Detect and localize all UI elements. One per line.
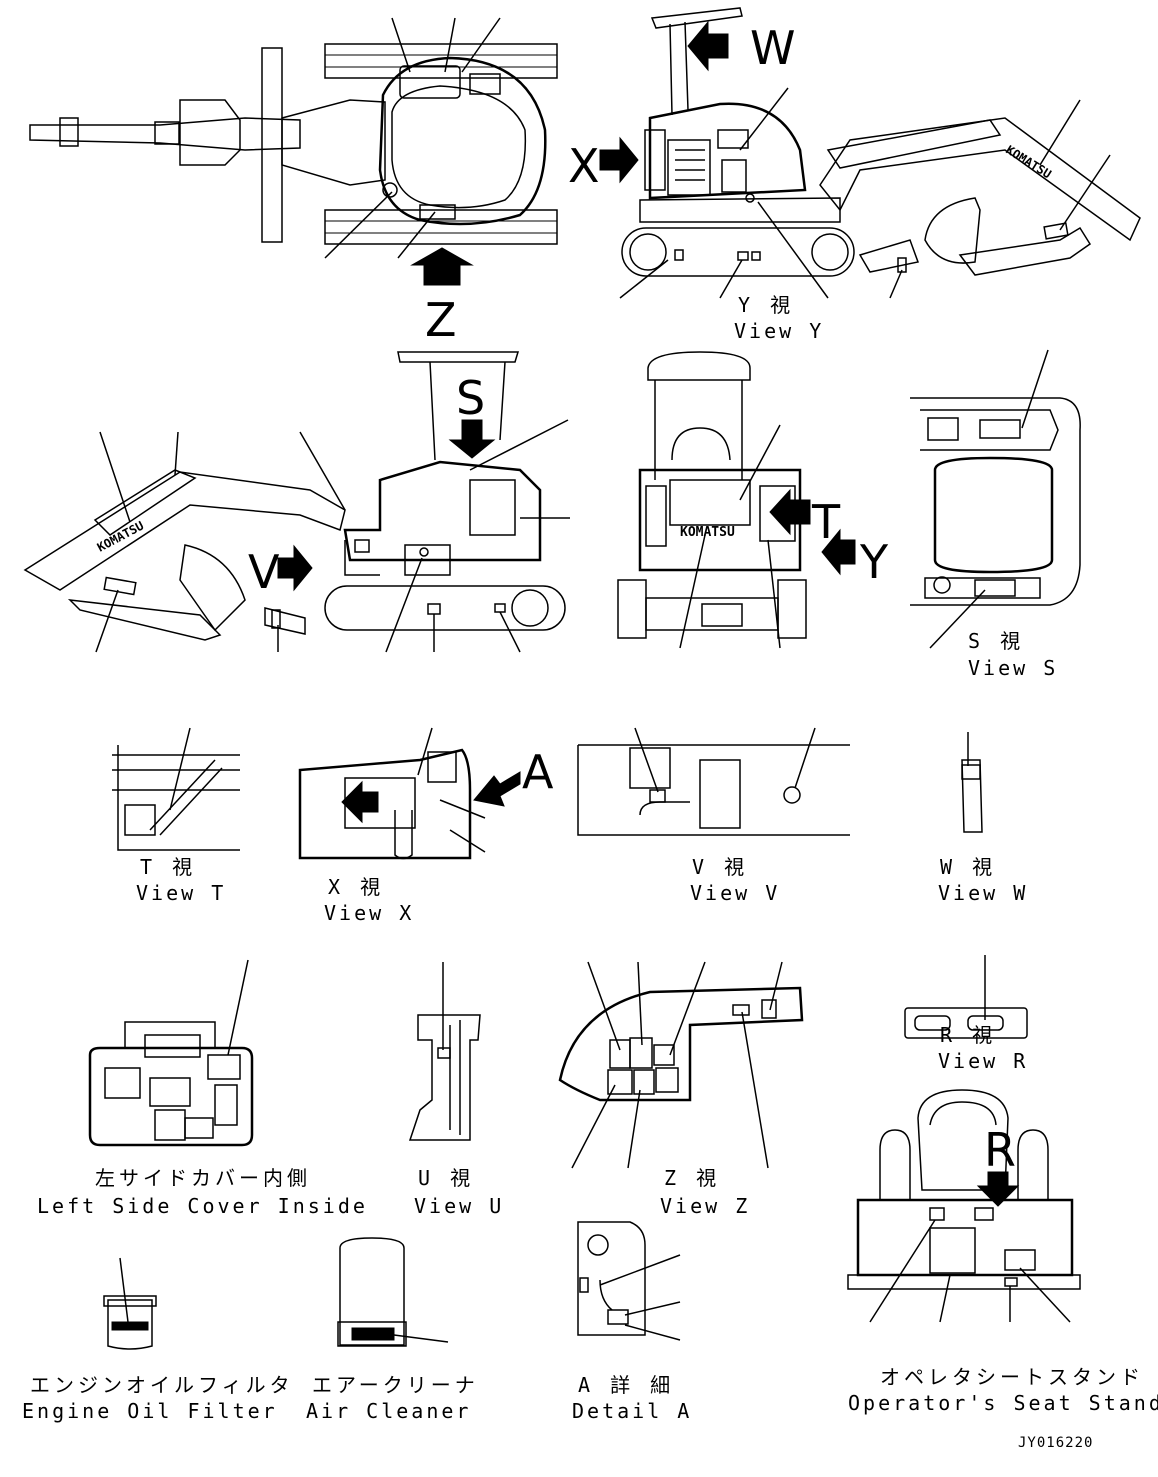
callout-v: V [248,545,280,599]
caption-view-s-en: View S [968,656,1058,680]
caption-oil-filter-en: Engine Oil Filter [22,1399,278,1423]
view-w: W 視 View W [938,732,1028,905]
callout-s: S [456,371,485,425]
side-view-left: S V KOMATSU [23,351,570,653]
caption-left-cover-en: Left Side Cover Inside [37,1194,368,1218]
brand-text-2: KOMATSU [95,519,146,555]
document-number: JY016220 [1018,1435,1093,1451]
caption-view-y-jp: Y 視 [738,293,794,317]
callout-a: A [522,745,554,799]
left-side-cover: 左サイドカバー内側 Left Side Cover Inside [37,959,368,1218]
caption-view-v-jp: V 視 [692,855,748,879]
caption-view-x-jp: X 視 [328,875,384,899]
caption-view-u-en: View U [414,1194,504,1218]
side-view-right: W X KOMATSU Y 視 View Y [568,7,1141,343]
caption-view-x-en: View X [324,901,414,925]
operator-seat-stand: R オペレタシートスタンド Operator's Seat Stand [847,1089,1158,1415]
caption-view-r-en: View R [938,1049,1028,1073]
caption-seat-stand-en: Operator's Seat Stand [848,1391,1158,1415]
view-s: S 視 View S [910,349,1081,680]
caption-view-y-en: View Y [734,319,824,343]
air-cleaner: エアークリーナ Air Cleaner [306,1237,479,1423]
view-t: T 視 View T [112,727,240,905]
caption-view-s-jp: S 視 [968,629,1024,653]
callout-w: W [750,21,795,75]
callout-x: X [568,139,600,193]
caption-view-t-en: View T [136,881,226,905]
view-r: R 視 View R [904,955,1028,1073]
callout-z: Z [425,293,457,347]
callout-y: Y [859,535,889,589]
caption-view-t-jp: T 視 [140,855,196,879]
view-u: U 視 View U [408,962,504,1218]
caption-view-w-en: View W [938,881,1028,905]
caption-view-w-jp: W 視 [940,855,996,879]
rear-view: KOMATSU T Y [617,351,889,649]
caption-seat-stand-jp: オペレタシートスタンド [880,1365,1144,1389]
callout-r: R [984,1123,1016,1177]
caption-view-u-jp: U 視 [418,1166,474,1190]
caption-view-z-jp: Z 視 [664,1166,720,1190]
caption-view-r-jp: R 視 [940,1023,996,1047]
plan-view: Z [29,17,558,347]
view-z: Z 視 View Z [558,961,804,1218]
view-v: V 視 View V [577,727,850,905]
caption-air-cleaner-en: Air Cleaner [306,1399,471,1423]
caption-detail-a-jp: A 詳 細 [578,1373,674,1397]
caption-air-cleaner-jp: エアークリーナ [312,1373,479,1397]
caption-view-v-en: View V [690,881,780,905]
detail-a: A 詳 細 Detail A [572,1221,692,1423]
caption-left-cover-jp: 左サイドカバー内側 [95,1166,311,1190]
brand-text-3: KOMATSU [680,525,735,540]
engine-oil-filter: エンジンオイルフィルタ Engine Oil Filter [22,1257,294,1423]
caption-oil-filter-jp: エンジンオイルフィルタ [30,1373,294,1397]
caption-detail-a-en: Detail A [572,1399,692,1423]
view-x: A X 視 View X [298,727,554,925]
caption-view-z-en: View Z [660,1194,750,1218]
